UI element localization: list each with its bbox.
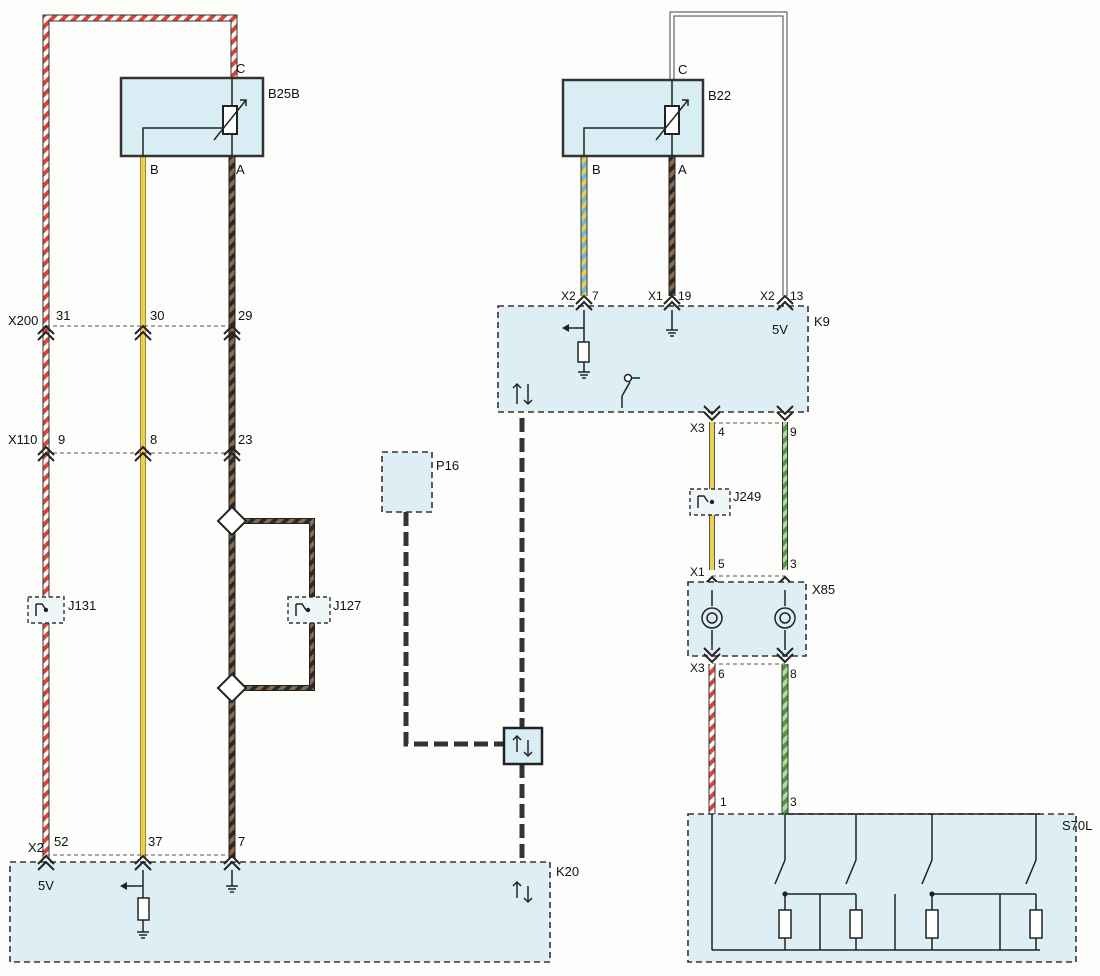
k9-top-chevrons [575,294,794,311]
p16-box [381,451,433,513]
s70l-pin-3: 3 [790,795,797,809]
bus-p16 [403,512,504,747]
x85-x3-label: X3 [690,661,705,675]
b25b-label: B25B [268,86,300,101]
splice-lower [216,672,248,704]
b22-pin-b: B [592,162,601,177]
x200-pin-30: 30 [150,308,164,323]
k9-bottom-chevrons [703,405,794,422]
x110-pin-8: 8 [150,432,157,447]
s70l-module [687,813,1077,963]
k20-label: K20 [556,864,579,879]
b25b-pin-c: C [236,61,245,76]
x85-pin-8: 8 [790,667,797,681]
k9-voltage: 5V [772,322,788,337]
x200-pin-29: 29 [238,308,252,323]
k9-pin-4: 4 [718,425,725,439]
x110-label: X110 [8,432,37,447]
k9-label: K9 [814,314,830,329]
k9-internal-circuit [512,310,678,408]
k9-pin-9: 9 [790,425,797,439]
k20-module [9,861,551,963]
s70l-internal-circuit [711,813,1043,951]
k9-x2-label-a: X2 [561,289,576,303]
k20-internal-circuit [120,870,533,939]
b25b-pin-b: B [150,162,159,177]
x110-pin-9: 9 [58,432,65,447]
x85-x1-label: X1 [690,565,705,579]
p16-label: P16 [436,458,459,473]
wire-white-b22 [669,11,788,296]
k20-pin-37: 37 [148,834,162,849]
j249-label: J249 [733,489,761,504]
j131-jumper [27,596,65,624]
x85-label: X85 [812,582,835,597]
b25b-pin-a: A [236,162,245,177]
s70l-pin-1: 1 [720,795,727,809]
x200-pin-31: 31 [56,308,70,323]
j249-jumper [689,488,731,516]
k9-x3-label: X3 [690,421,705,435]
wire-brown-black-b25b [228,156,315,858]
x85-bottom-chevrons [703,647,794,664]
x110-chevrons [37,445,241,462]
b25b-sensor [119,76,265,158]
x85-pin-5: 5 [718,557,725,571]
k20-x2-label: X2 [28,840,44,855]
j127-label: J127 [333,598,361,613]
k9-module [497,305,809,413]
k20-pin-52: 52 [54,834,68,849]
x110-pin-23: 23 [238,432,252,447]
x85-pin-6: 6 [718,667,725,681]
b22-pin-a: A [678,162,687,177]
wire-red-white-b25b [42,14,238,858]
j131-label: J131 [68,598,96,613]
x85-pin-3: 3 [790,557,797,571]
x85-box [687,581,807,657]
b22-pin-c: C [678,62,687,77]
j127-jumper [287,596,331,624]
x85-coils [701,590,796,650]
k20-chevrons [37,854,241,871]
k9-pin-7: 7 [592,289,599,303]
k9-x2-label-b: X2 [760,289,775,303]
x200-label: X200 [8,313,38,328]
k20-pin-7: 7 [238,834,245,849]
x200-chevrons [37,324,241,341]
k9-pin-13: 13 [790,289,804,303]
k9-x1-label: X1 [648,289,663,303]
splice-upper [216,505,248,537]
gateway-box [502,726,544,766]
k9-pin-19: 19 [678,289,692,303]
k20-voltage: 5V [38,878,54,893]
b22-label: B22 [708,88,731,103]
s70l-label: S70L [1062,818,1092,833]
b22-sensor [561,78,705,158]
